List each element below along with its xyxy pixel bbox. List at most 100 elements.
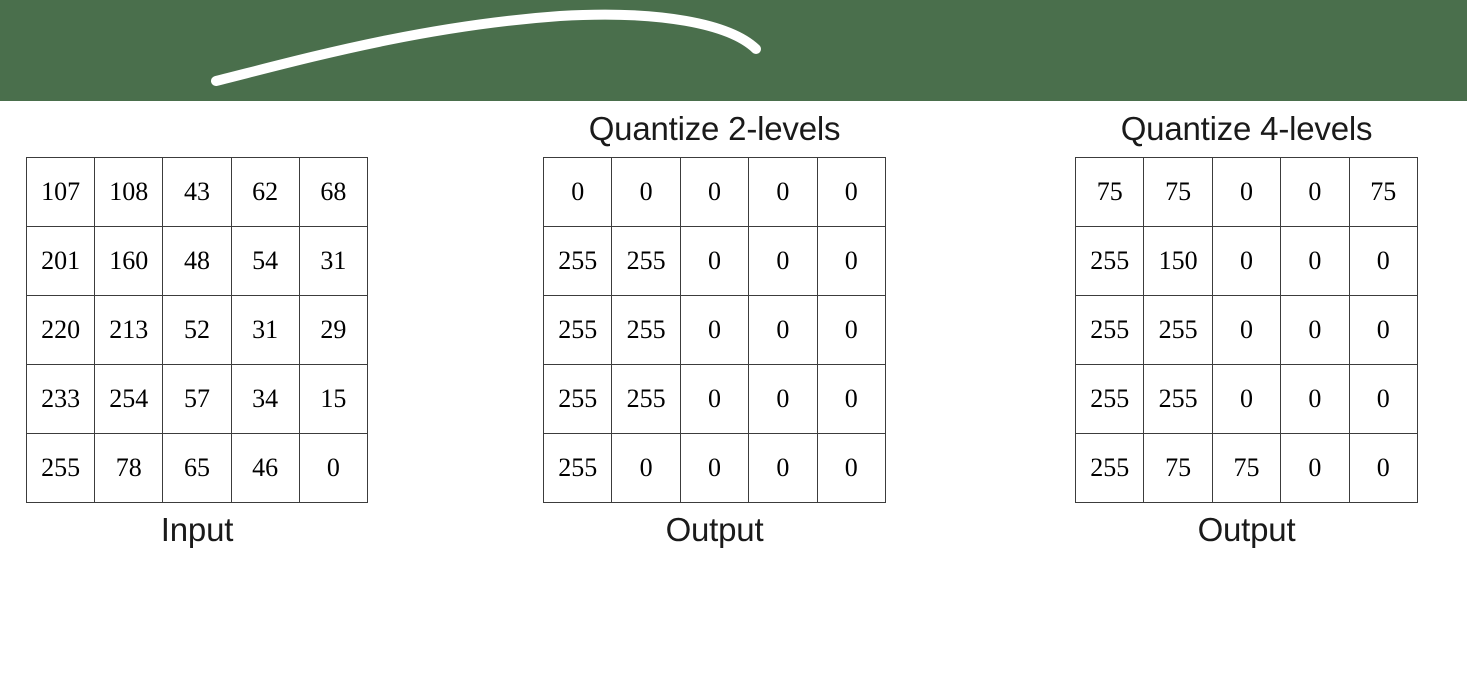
matrix-cell: 0 bbox=[1211, 295, 1282, 365]
table-row: 255 255 0 0 0 bbox=[542, 295, 887, 365]
matrix-cell: 0 bbox=[679, 433, 750, 503]
matrix-cell: 0 bbox=[816, 364, 887, 434]
matrix-cell: 75 bbox=[1074, 157, 1145, 227]
matrix-cell: 43 bbox=[162, 157, 232, 227]
matrix-cell: 254 bbox=[94, 364, 164, 434]
table-row: 255 255 0 0 0 bbox=[542, 226, 887, 296]
matrix-cell: 255 bbox=[1074, 364, 1145, 434]
matrix-cell: 255 bbox=[611, 226, 681, 296]
matrix-cell: 0 bbox=[1280, 433, 1350, 503]
matrix-cell: 0 bbox=[748, 364, 818, 434]
matrix-cell: 62 bbox=[230, 157, 300, 227]
matrix-cell: 78 bbox=[94, 433, 164, 503]
matrix-cell: 255 bbox=[611, 364, 681, 434]
matrix-cell: 255 bbox=[1074, 226, 1145, 296]
matrix-cell: 0 bbox=[816, 157, 887, 227]
matrix-cell: 0 bbox=[1348, 226, 1419, 296]
matrix-cell: 255 bbox=[542, 364, 613, 434]
matrix-cell: 0 bbox=[679, 157, 750, 227]
matrix-cell: 0 bbox=[542, 157, 613, 227]
banner-swoosh-icon bbox=[211, 9, 761, 86]
matrix-cell: 54 bbox=[230, 226, 300, 296]
matrix-cell: 160 bbox=[94, 226, 164, 296]
matrix-cell: 65 bbox=[162, 433, 232, 503]
matrix-cell: 0 bbox=[1348, 364, 1419, 434]
table-row: 255 75 75 0 0 bbox=[1074, 433, 1419, 503]
matrix-cell: 0 bbox=[816, 295, 887, 365]
matrix-cell: 0 bbox=[679, 364, 750, 434]
matrix-cell: 150 bbox=[1143, 226, 1213, 296]
table-row: 220 213 52 31 29 bbox=[25, 295, 369, 365]
table-row: 255 0 0 0 0 bbox=[542, 433, 887, 503]
matrix-cell: 201 bbox=[25, 226, 96, 296]
panel-quantize-2-levels: Quantize 2-levels 0 0 0 0 0 255 255 0 0 … bbox=[542, 101, 887, 549]
table-row: 255 255 0 0 0 bbox=[542, 364, 887, 434]
matrix-cell: 255 bbox=[611, 295, 681, 365]
matrix-cell: 0 bbox=[611, 157, 681, 227]
matrix-cell: 0 bbox=[1348, 295, 1419, 365]
matrix-cell: 255 bbox=[1074, 433, 1145, 503]
matrix-cell: 0 bbox=[679, 295, 750, 365]
panel-quantize-4-levels-header: Quantize 4-levels bbox=[1120, 110, 1373, 147]
matrix-cell: 233 bbox=[25, 364, 96, 434]
matrix-cell: 0 bbox=[611, 433, 681, 503]
matrix-cell: 255 bbox=[542, 226, 613, 296]
matrix-cell: 0 bbox=[679, 226, 750, 296]
matrix-cell: 34 bbox=[230, 364, 300, 434]
matrix-cell: 52 bbox=[162, 295, 232, 365]
matrix-input: 107 108 43 62 68 201 160 48 54 31 220 21… bbox=[25, 157, 369, 503]
panel-quantize-4-levels: Quantize 4-levels 75 75 0 0 75 255 150 0… bbox=[1074, 101, 1419, 549]
matrix-quantize-4-levels: 75 75 0 0 75 255 150 0 0 0 255 255 0 bbox=[1074, 157, 1419, 503]
matrix-cell: 15 bbox=[298, 364, 369, 434]
matrix-cell: 0 bbox=[1280, 295, 1350, 365]
matrix-cell: 108 bbox=[94, 157, 164, 227]
matrix-cell: 0 bbox=[298, 433, 369, 503]
matrix-cell: 255 bbox=[25, 433, 96, 503]
matrix-cell: 0 bbox=[1280, 157, 1350, 227]
matrix-cell: 0 bbox=[748, 295, 818, 365]
matrix-cell: 68 bbox=[298, 157, 369, 227]
panel-quantize-2-levels-header: Quantize 2-levels bbox=[588, 110, 841, 147]
matrix-cell: 0 bbox=[816, 433, 887, 503]
matrix-cell: 107 bbox=[25, 157, 96, 227]
matrix-cell: 57 bbox=[162, 364, 232, 434]
slide-content: 107 108 43 62 68 201 160 48 54 31 220 21… bbox=[0, 101, 1467, 685]
matrix-cell: 0 bbox=[1211, 364, 1282, 434]
matrix-cell: 213 bbox=[94, 295, 164, 365]
table-row: 75 75 0 0 75 bbox=[1074, 157, 1419, 227]
panel-quantize-4-levels-caption: Output bbox=[1197, 511, 1296, 548]
matrix-cell: 0 bbox=[748, 226, 818, 296]
matrix-cell: 48 bbox=[162, 226, 232, 296]
table-row: 255 78 65 46 0 bbox=[25, 433, 369, 503]
slide-banner bbox=[0, 0, 1467, 101]
matrix-cell: 75 bbox=[1211, 433, 1282, 503]
matrix-quantize-2-levels: 0 0 0 0 0 255 255 0 0 0 255 255 0 bbox=[542, 157, 887, 503]
table-row: 255 150 0 0 0 bbox=[1074, 226, 1419, 296]
table-row: 255 255 0 0 0 bbox=[1074, 364, 1419, 434]
matrix-cell: 0 bbox=[1280, 226, 1350, 296]
matrix-cell: 31 bbox=[298, 226, 369, 296]
matrix-cell: 255 bbox=[1143, 364, 1213, 434]
table-row: 0 0 0 0 0 bbox=[542, 157, 887, 227]
matrix-cell: 75 bbox=[1143, 157, 1213, 227]
panel-quantize-2-levels-caption: Output bbox=[665, 511, 764, 548]
matrix-cell: 255 bbox=[542, 295, 613, 365]
matrix-cell: 75 bbox=[1143, 433, 1213, 503]
matrix-cell: 31 bbox=[230, 295, 300, 365]
matrix-cell: 75 bbox=[1348, 157, 1419, 227]
matrix-cell: 0 bbox=[1280, 364, 1350, 434]
table-row: 233 254 57 34 15 bbox=[25, 364, 369, 434]
table-row: 201 160 48 54 31 bbox=[25, 226, 369, 296]
matrix-cell: 255 bbox=[542, 433, 613, 503]
panel-input-caption: Input bbox=[160, 511, 234, 548]
table-row: 255 255 0 0 0 bbox=[1074, 295, 1419, 365]
table-row: 107 108 43 62 68 bbox=[25, 157, 369, 227]
matrix-cell: 46 bbox=[230, 433, 300, 503]
matrix-cell: 0 bbox=[816, 226, 887, 296]
matrix-cell: 0 bbox=[1348, 433, 1419, 503]
matrix-cell: 0 bbox=[748, 157, 818, 227]
matrix-cell: 0 bbox=[748, 433, 818, 503]
matrix-cell: 29 bbox=[298, 295, 369, 365]
matrix-cell: 255 bbox=[1143, 295, 1213, 365]
matrix-cell: 0 bbox=[1211, 157, 1282, 227]
